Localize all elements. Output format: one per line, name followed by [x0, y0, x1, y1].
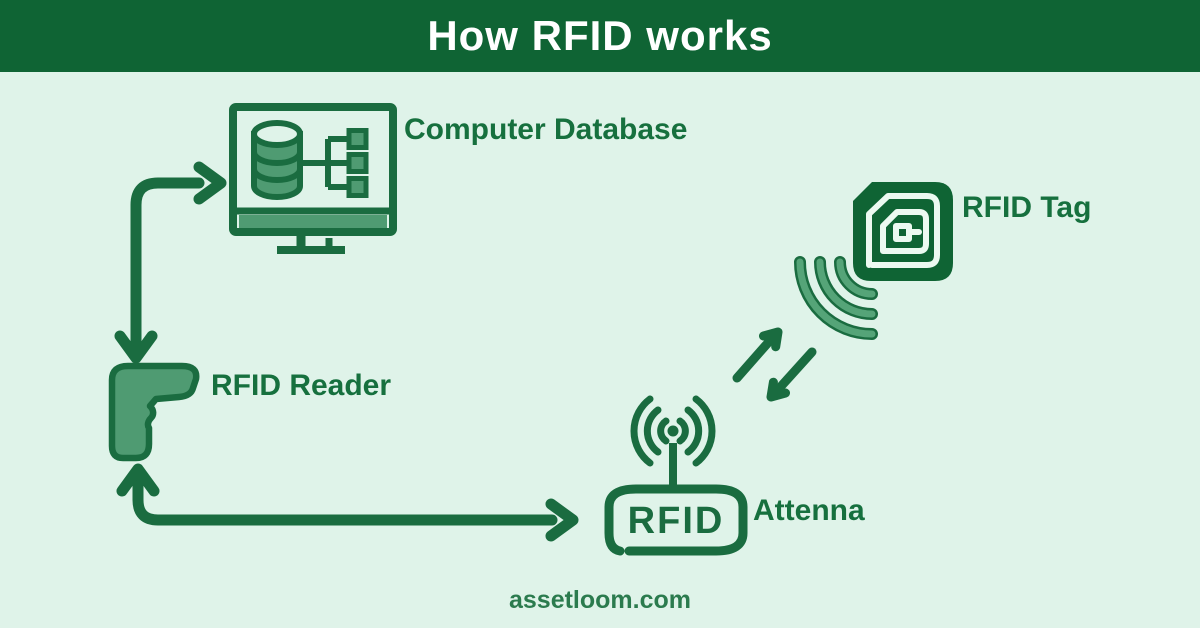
monitor-bottom-bar	[239, 215, 387, 228]
rfid-tag-chip-icon	[853, 182, 953, 281]
database-cylinder-icon	[251, 120, 303, 200]
antenna-tag-arrows	[732, 327, 817, 402]
arrowhead	[759, 327, 783, 352]
rfid-tag-label: RFID Tag	[962, 191, 1092, 224]
computer-database-label: Computer Database	[404, 113, 688, 146]
arrowhead-down-icon	[114, 330, 158, 364]
broadcast-arcs-icon	[630, 395, 716, 467]
rfid-reader-gun-icon	[108, 362, 200, 462]
arrowhead-up-icon	[116, 463, 160, 497]
antenna-label: Attenna	[753, 494, 865, 527]
antenna-box-text: RFID	[628, 500, 725, 542]
antenna-dot	[667, 425, 679, 437]
arrow-shaft	[130, 177, 205, 358]
computer-database-icon	[229, 103, 397, 254]
arrow-down-left-icon	[770, 347, 817, 398]
arrowhead	[766, 377, 790, 402]
website-url: assetloom.com	[508, 586, 691, 614]
arrowhead-right-icon	[193, 161, 227, 205]
arrow-shaft	[132, 468, 558, 526]
monitor-stand	[277, 232, 345, 254]
reader-computer-arrow	[114, 161, 227, 364]
arrowhead-right-icon	[545, 498, 579, 542]
antenna-reader-arrow	[116, 463, 579, 542]
rfid-reader-label: RFID Reader	[211, 369, 392, 402]
page-title: How RFID works	[427, 12, 773, 59]
tag-spiral	[866, 193, 940, 268]
signal-waves-icon	[794, 256, 878, 340]
title-banner: How RFID works	[0, 0, 1200, 72]
antenna-box	[604, 484, 748, 556]
arrow-up-right-icon	[732, 331, 779, 383]
hierarchy-tree-icon	[302, 128, 369, 198]
rfid-antenna-icon: RFID	[604, 395, 748, 556]
